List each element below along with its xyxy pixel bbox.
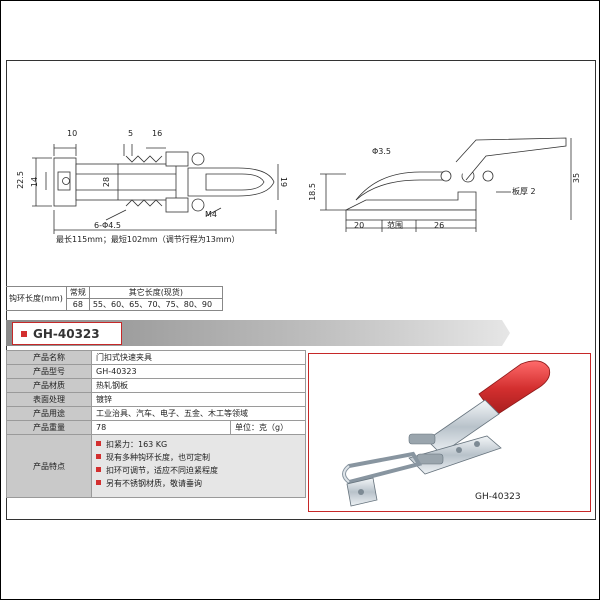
technical-drawing (32, 137, 572, 234)
dim-m4: M4 (205, 210, 217, 219)
feature-item: 现有多种钩环长度，也可定制 (96, 452, 301, 463)
spec-label: 表面处理 (6, 392, 92, 407)
feature-item: 另有不锈钢材质，敬请垂询 (96, 478, 301, 489)
product-photo: GH-40323 (308, 353, 591, 512)
red-square-icon (21, 330, 27, 337)
feature-item: 扣环可调节，适应不同迫紧程度 (96, 465, 301, 476)
spec-label: 产品型号 (6, 364, 92, 379)
dim-18-5: 18.5 (307, 183, 317, 201)
dim-range: 范围 (387, 221, 403, 230)
spec-label: 产品用途 (6, 406, 92, 421)
other-header: 其它长度(现货) (88, 286, 223, 299)
dim-plate: 板厚 2 (512, 187, 536, 196)
length-note: 最长115mm；最短102mm（调节行程为13mm） (56, 235, 240, 244)
spec-value: 镀锌 (91, 392, 306, 407)
dim-19: 19 (279, 176, 289, 188)
dim-26: 26 (434, 221, 445, 230)
dim-28: 28 (102, 176, 112, 188)
dim-20: 20 (354, 221, 365, 230)
dim-16: 16 (152, 129, 163, 138)
spec-label: 产品名称 (6, 350, 92, 365)
clamp-image (342, 360, 551, 507)
spec-value: 热轧钢板 (91, 378, 306, 393)
spec-value: 工业治具、汽车、电子、五金、木工等领域 (91, 406, 306, 421)
base-plate-left (53, 157, 77, 207)
dim-phi-3-5: Φ3.5 (372, 147, 392, 156)
common-header: 常规 (65, 286, 90, 299)
other-values: 55、60、65、70、75、80、90 (88, 298, 223, 311)
model-tag-text: GH-40323 (33, 326, 100, 341)
spec-value: 门扣式快速夹具 (91, 350, 306, 365)
spec-value: GH-40323 (91, 364, 306, 379)
dim-22-5: 22.5 (15, 171, 25, 189)
hook-length-label: 钩环长度(mm) (6, 286, 67, 311)
spec-value: 78 (91, 420, 231, 435)
dim-10: 10 (67, 129, 78, 138)
common-value: 68 (65, 298, 90, 311)
hook-length-table: 钩环长度(mm) 常规 其它长度(现货) 68 55、60、65、70、75、8… (6, 286, 223, 311)
spec-label: 产品材质 (6, 378, 92, 393)
dim-35: 35 (572, 172, 582, 184)
feature-item: 扣紧力：163 KG (96, 439, 301, 450)
photo-caption: GH-40323 (475, 492, 521, 502)
model-tag: GH-40323 (12, 322, 122, 345)
model-band (6, 320, 510, 346)
dim-holes: 6-Φ4.5 (94, 221, 121, 230)
spec-label: 产品重量 (6, 420, 92, 435)
spec-unit: 单位：克（g） (230, 420, 306, 435)
dim-14: 14 (30, 176, 40, 188)
spec-table: 产品名称 门扣式快速夹具 产品型号 GH-40323 产品材质 热轧钢板 表面处… (6, 350, 306, 498)
hook-body (75, 163, 177, 201)
features-list: 扣紧力：163 KG 现有多种钩环长度，也可定制 扣环可调节，适应不同迫紧程度 … (96, 439, 301, 489)
side-base (345, 191, 477, 211)
dim-5: 5 (128, 129, 134, 138)
features-label: 产品特点 (6, 434, 92, 498)
